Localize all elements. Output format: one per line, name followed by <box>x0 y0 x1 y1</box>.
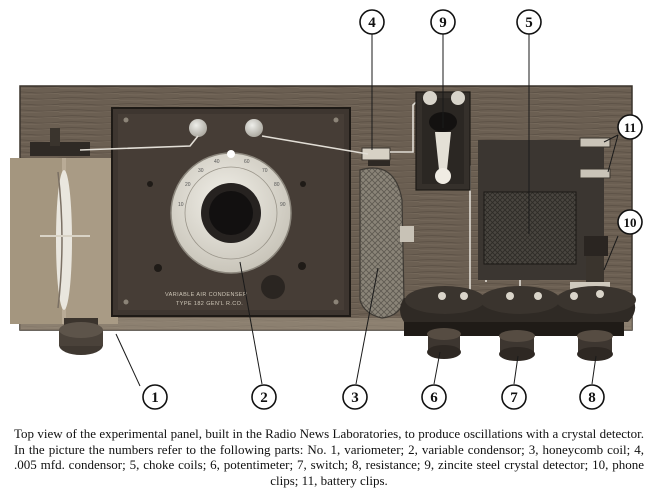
callout-3: 3 <box>342 384 368 410</box>
callout-1: 1 <box>142 384 168 410</box>
callout-5: 5 <box>516 9 542 35</box>
callout-1-label: 1 <box>151 390 159 406</box>
svg-text:10: 10 <box>178 202 184 208</box>
callout-8-label: 8 <box>588 390 596 406</box>
svg-text:80: 80 <box>274 182 280 188</box>
experimental-panel-photo: 10 20 30 40 60 70 80 90 VARIABLE AIR CON… <box>10 9 643 410</box>
callout-4: 4 <box>359 9 385 35</box>
svg-text:90: 90 <box>280 202 286 208</box>
fixed-condenser <box>361 147 391 161</box>
callout-3-label: 3 <box>351 390 359 406</box>
condenser-dial: 10 20 30 40 60 70 80 90 <box>170 150 292 274</box>
callout-8: 8 <box>579 384 605 410</box>
callout-11: 11 <box>617 114 643 140</box>
battery-clips <box>579 137 611 179</box>
svg-text:30: 30 <box>198 168 204 174</box>
resistance-knob <box>577 330 613 361</box>
callout-11-label: 11 <box>624 120 636 135</box>
variometer <box>10 128 118 324</box>
svg-text:20: 20 <box>185 182 191 188</box>
callout-2: 2 <box>251 384 277 410</box>
callout-10-label: 10 <box>624 215 637 230</box>
figure-caption: Top view of the experimental panel, buil… <box>14 426 644 488</box>
switch-knob <box>499 330 535 361</box>
nameplate-line-1: VARIABLE AIR CONDENSER <box>165 292 247 298</box>
condenser-nameplate: VARIABLE AIR CONDENSER TYPE 182 GEN'L R.… <box>165 292 247 307</box>
callout-2-label: 2 <box>260 390 268 406</box>
callout-7: 7 <box>501 384 527 410</box>
callout-6-label: 6 <box>430 390 438 406</box>
control-bar <box>400 286 636 336</box>
nameplate-line-2: TYPE 182 GEN'L R.CO. <box>176 301 243 307</box>
svg-text:60: 60 <box>244 159 250 165</box>
callout-4-label: 4 <box>368 15 376 31</box>
leader-lines <box>115 34 619 387</box>
callout-9-label: 9 <box>439 15 447 31</box>
variometer-knob <box>59 318 103 355</box>
callout-10: 10 <box>617 209 643 235</box>
callout-7-label: 7 <box>510 390 518 406</box>
choke-coils <box>400 140 604 280</box>
callout-6: 6 <box>421 384 447 410</box>
svg-text:40: 40 <box>214 159 220 165</box>
potentiometer-knob <box>427 328 461 359</box>
svg-text:70: 70 <box>262 168 268 174</box>
callout-9: 9 <box>430 9 456 35</box>
callout-5-label: 5 <box>525 15 533 31</box>
